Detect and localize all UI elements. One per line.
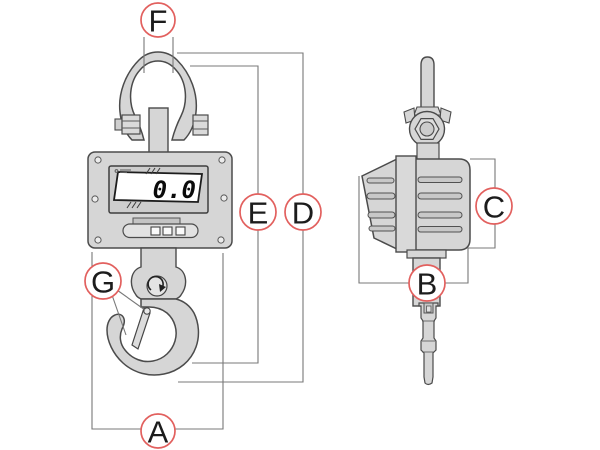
screw: [91, 195, 99, 203]
label-circle-e: [239, 193, 277, 231]
mounting-band: [395, 155, 417, 253]
brand-logo-marks: [114, 169, 131, 173]
side-hook-detail-lines: [422, 320, 435, 353]
housing-screws: [91, 156, 228, 244]
side-view: [361, 56, 471, 386]
leader-line-g: [116, 289, 146, 311]
label-circle-d: [284, 193, 322, 231]
panel-key: [175, 226, 186, 236]
label-e: E: [248, 196, 269, 231]
housing-vents: [366, 176, 463, 233]
front-view: 0.0: [87, 51, 233, 376]
label-d: D: [292, 196, 314, 231]
label-marker-a: A: [140, 413, 176, 450]
panel-key: [150, 226, 161, 236]
rotation-arrowhead-icon: [159, 284, 166, 292]
label-marker-f: F: [140, 2, 176, 39]
panel-key: [162, 226, 173, 236]
bezel-hatch-marks: [126, 167, 161, 209]
rotation-arrow-icon: [147, 275, 164, 291]
vent-slot: [368, 225, 396, 232]
lcd-reading: 0.0: [153, 176, 196, 204]
label-circle-c: [475, 187, 513, 225]
latch-pivot: [143, 307, 151, 315]
screw: [218, 156, 226, 164]
label-c: C: [483, 190, 505, 225]
shackle-shank: [148, 107, 169, 154]
side-hook-profile: [418, 302, 439, 386]
screw: [217, 236, 225, 244]
label-g: G: [91, 265, 115, 300]
pivot-bolt-head: [419, 121, 435, 137]
vent-slot: [417, 226, 463, 233]
screw: [220, 194, 228, 202]
vent-slot: [366, 192, 396, 200]
label-b: B: [417, 267, 438, 302]
hook: [106, 298, 200, 376]
vent-slot: [417, 176, 463, 183]
screw: [94, 156, 102, 164]
shackle-pin-end: [114, 118, 123, 131]
screw: [94, 236, 102, 244]
label-marker-e: E: [239, 193, 277, 231]
vent-slot: [417, 192, 463, 200]
vent-slot: [366, 177, 395, 184]
label-circle-g: [84, 262, 122, 300]
panel-plate: [132, 217, 181, 225]
band-base-plate: [406, 249, 447, 259]
vent-slot: [417, 211, 463, 219]
label-marker-g: G: [84, 262, 122, 300]
label-marker-c: C: [475, 187, 513, 225]
shackle-pin-nut-left: [121, 114, 141, 135]
label-circle-a: [140, 413, 176, 449]
pivot-strap: [416, 142, 440, 161]
label-a: A: [148, 415, 169, 450]
vent-slot: [367, 211, 396, 219]
label-f: F: [149, 4, 168, 39]
leader-line-g: [111, 294, 127, 336]
shackle-pin-nut-right: [192, 114, 209, 136]
label-marker-b: B: [408, 264, 446, 302]
label-marker-d: D: [284, 193, 322, 231]
label-circle-f: [140, 2, 176, 38]
side-latch-tab: [426, 305, 432, 313]
lcd-screen: [112, 171, 204, 203]
label-circle-b: [408, 264, 446, 302]
side-shackle-rod: [420, 56, 435, 114]
dimension-labels: F E D C B G A: [84, 2, 513, 450]
